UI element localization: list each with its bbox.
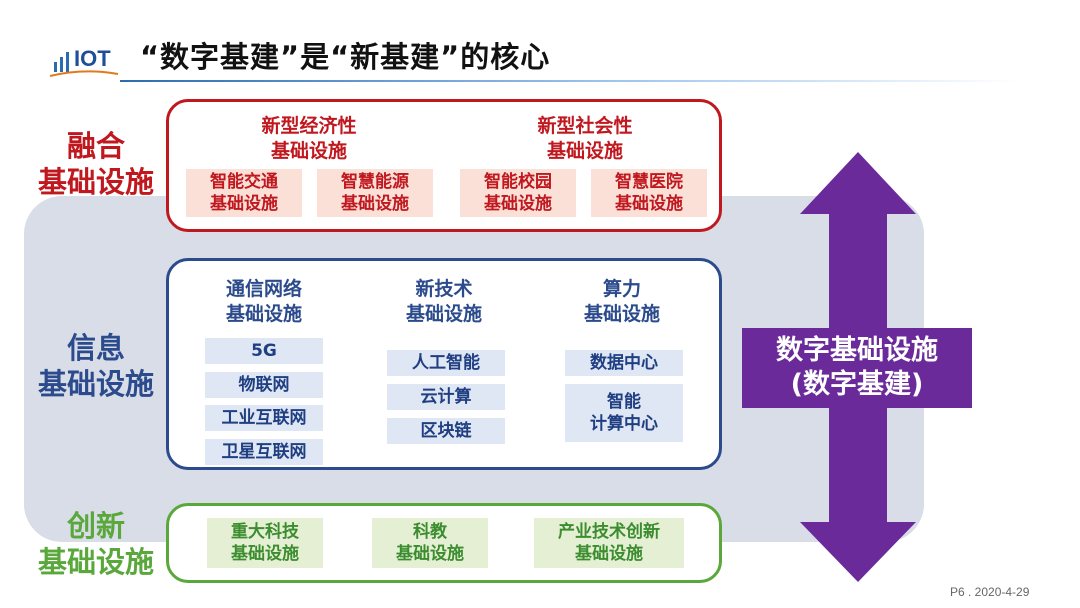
info-item: 数据中心 [565,350,683,376]
information-box: 通信网络 基础设施 新技术 基础设施 算力 基础设施 5G 物联网 工业互联网 … [166,258,722,470]
fusion-item: 智慧医院基础设施 [591,169,707,217]
info-item: 人工智能 [387,350,505,376]
logo: IOT [44,38,122,82]
fusion-box: 新型经济性 基础设施 新型社会性 基础设施 智能交通基础设施 智慧能源基础设施 … [166,99,722,232]
info-column-head-compute: 算力 基础设施 [583,278,660,325]
page-title: “数字基建”是“新基建”的核心 [140,40,551,74]
info-item: 云计算 [387,384,505,410]
label-innovation: 创新 基础设施 [37,509,154,579]
info-item: 智能计算中心 [565,384,683,442]
fusion-item: 智能校园基础设施 [460,169,576,217]
innovation-item: 科教基础设施 [372,518,488,568]
info-item: 物联网 [205,372,323,398]
iot-logo-icon [49,52,119,77]
label-fusion: 融合 基础设施 [37,129,154,199]
innovation-item: 重大科技基础设施 [207,518,323,568]
page-footer: P6 . 2020-4-29 [950,585,1030,599]
fusion-group-head-economic: 新型经济性 基础设施 [261,115,357,162]
info-column-head-network: 通信网络 基础设施 [225,278,302,325]
info-item: 卫星互联网 [205,439,323,465]
innovation-item: 产业技术创新基础设施 [534,518,684,568]
digital-infrastructure-label: 数字基础设施 (数字基建) [742,328,972,408]
fusion-item: 智能交通基础设施 [186,169,302,217]
label-information: 信息 基础设施 [37,331,154,401]
info-item: 区块链 [387,418,505,444]
fusion-group-head-social: 新型社会性 基础设施 [537,115,633,162]
logo-text: IOT [74,46,111,71]
title-underline [120,80,1020,82]
info-item: 5G [205,338,323,364]
innovation-box: 重大科技基础设施 科教基础设施 产业技术创新基础设施 [166,503,722,583]
info-column-head-newtech: 新技术 基础设施 [405,278,482,325]
info-item: 工业互联网 [205,405,323,431]
fusion-item: 智慧能源基础设施 [317,169,433,217]
